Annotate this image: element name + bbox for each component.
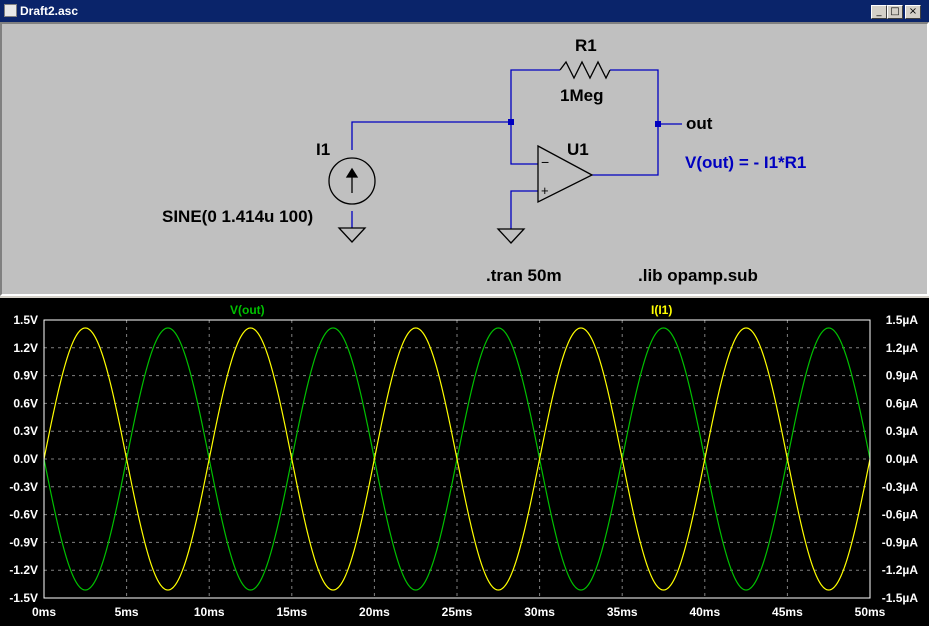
junction-dot [655,121,661,127]
y-right-tick-label: -0.3µA [882,480,919,494]
y-right-tick-label: -0.6µA [882,508,919,522]
wire-feedback [510,69,560,124]
y-right-tick-label: 1.2µA [886,341,919,355]
u1-name-label: U1 [567,140,589,159]
maximize-button[interactable]: □ [887,5,903,19]
lib-directive: .lib opamp.sub [638,266,758,285]
app-icon [4,4,17,17]
window-title: Draft2.asc [20,4,79,18]
waveform-viewer[interactable]: 0ms 5ms 10ms 15ms 20ms 25ms 30ms 35ms 40ms 45ms 50… [0,298,929,626]
y-left-tick-label: -0.6V [9,508,38,522]
tran-directive: .tran 50m [486,266,562,285]
y-right-tick-label: -0.9µA [882,535,919,549]
schematic-editor[interactable]: − + R1 1Meg I1 SINE(0 1.414u 100) U1 out… [0,22,929,296]
y-left-tick-label: -0.3V [9,480,38,494]
i1-value-label: SINE(0 1.414u 100) [162,207,313,226]
i1-name-label: I1 [316,140,330,159]
y-left-tick-label: 0.0V [13,452,38,466]
y-left-tick-label: 0.9V [13,369,38,383]
y-left-tick-label: 1.2V [13,341,38,355]
y-left-tick-label: 0.6V [13,396,38,410]
x-tick-label: 45ms [772,605,803,619]
y-right-tick-label: -1.2µA [882,563,919,577]
opamp-plus-sign: + [541,183,549,198]
junction-dot [508,119,514,125]
y-left-tick-label: 1.5V [13,313,38,327]
y-left-tick-label: -1.5V [9,591,38,605]
wire-plus [510,190,538,229]
y-right-tick-label: 0.6µA [886,396,919,410]
y-right-tick-label: 0.9µA [886,369,919,383]
y-left-tick-label: -0.9V [9,535,38,549]
x-tick-label: 10ms [194,605,225,619]
legend-i-i1: I(I1) [651,303,672,317]
x-tick-label: 5ms [115,605,139,619]
r1-name-label: R1 [575,36,597,55]
y-left-tick-label: -1.2V [9,563,38,577]
title-bar[interactable]: Draft2.asc _ □ × [0,0,929,22]
legend-v-out: V(out) [230,303,265,317]
ground-icon [337,227,367,243]
x-tick-label: 30ms [524,605,555,619]
x-tick-label: 35ms [607,605,638,619]
x-tick-label: 0ms [32,605,56,619]
y-right-tick-label: 0.3µA [886,424,919,438]
resistor-r1-icon [559,60,611,80]
opamp-minus-sign: − [541,154,549,170]
comment-text: V(out) = - I1*R1 [685,153,806,172]
ground-icon [496,228,526,244]
trace-i-i1- [43,327,871,591]
x-tick-label: 15ms [276,605,307,619]
close-button[interactable]: × [905,5,921,19]
current-source-i1-icon [328,157,376,205]
x-tick-label: 20ms [359,605,390,619]
wire-input [351,121,538,165]
y-left-tick-label: 0.3V [13,424,38,438]
x-tick-label: 25ms [442,605,473,619]
net-out-label: out [686,114,713,133]
y-right-tick-label: 0.0µA [886,452,919,466]
r1-value-label: 1Meg [560,86,603,105]
x-tick-label: 40ms [689,605,720,619]
minimize-button[interactable]: _ [871,5,887,19]
plot-frame [43,319,871,599]
y-right-tick-label: -1.5µA [882,591,919,605]
x-tick-label: 50ms [855,605,886,619]
opamp-u1-icon [537,144,594,204]
y-right-tick-label: 1.5µA [886,313,919,327]
